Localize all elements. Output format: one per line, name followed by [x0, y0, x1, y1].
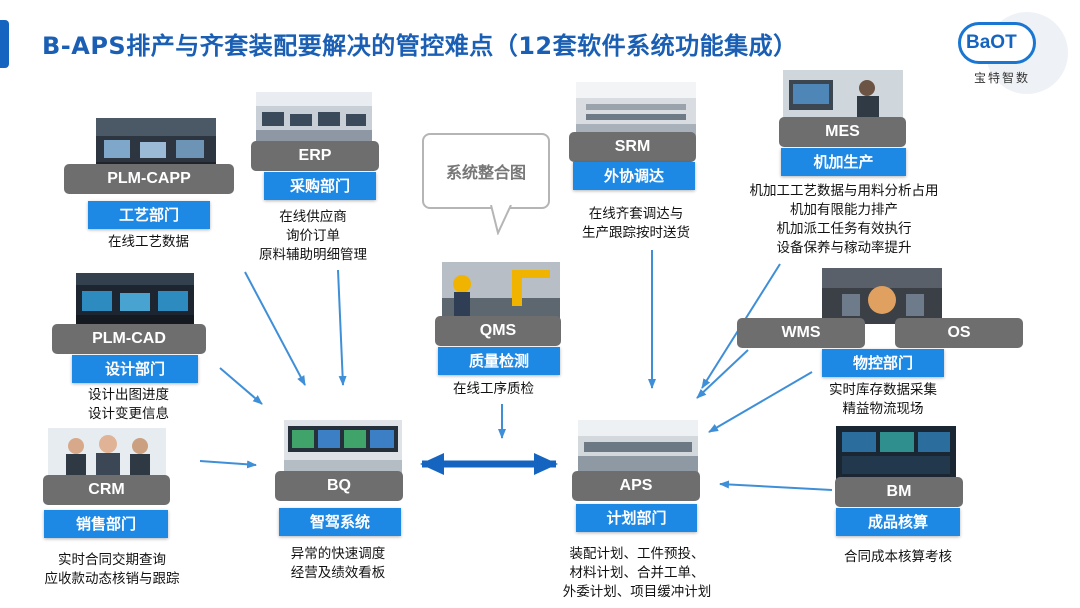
desc-srm: 在线齐套调达与 生产跟踪按时送货 [566, 205, 706, 243]
logo-tagline: 宝特智数 [974, 71, 1031, 85]
system-label-bm: BM [835, 477, 963, 507]
arrow-plmcad-bq [219, 367, 263, 405]
desc-mes: 机加工工艺数据与用料分析占用 机加有限能力排产 机加派工任务有效执行 设备保养与… [736, 182, 952, 258]
mes-photo [783, 70, 903, 122]
desc-line: 合同成本核算考核 [844, 549, 952, 565]
desc-line: 机加派工任务有效执行 [776, 221, 912, 237]
system-label-aps: APS [572, 471, 700, 501]
desc-line: 设备保养与稼动率提升 [776, 240, 912, 256]
desc-line: 询价订单 [286, 228, 340, 244]
desc-line: 在线齐套调达与 [588, 206, 684, 222]
system-label-erp: ERP [251, 141, 379, 171]
desc-qms: 在线工序质检 [453, 380, 534, 399]
dept-label-sales: 销售部门 [44, 510, 168, 538]
arrow-wk-aps [708, 371, 813, 433]
wk-photo [822, 268, 942, 324]
title-accent-bar [0, 20, 9, 68]
desc-line: 设计出图进度 [88, 387, 169, 403]
dept-label-smart-drive: 智驾系统 [279, 508, 401, 536]
page-title: B-APS排产与齐套装配要解决的管控难点（12套软件系统功能集成） [42, 32, 798, 60]
dept-label-machining: 机加生产 [781, 148, 906, 176]
system-label-srm: SRM [569, 132, 696, 162]
aps-photo [578, 420, 698, 474]
desc-line: 经营及绩效看板 [290, 565, 386, 581]
desc-wms: 实时库存数据采集 精益物流现场 [808, 381, 958, 419]
company-logo: BaOT 宝特智数 [958, 12, 1068, 94]
desc-line: 机加有限能力排产 [790, 202, 898, 218]
arrow-crm-bq [199, 460, 257, 469]
desc-line: 原料辅助明细管理 [259, 247, 367, 263]
desc-erp: 在线供应商 询价订单 原料辅助明细管理 [244, 208, 382, 265]
desc-aps: 装配计划、工件预投、 材料计划、合并工单、 外委计划、项目缓冲计划 [544, 545, 730, 602]
dept-label-planning: 计划部门 [576, 504, 697, 532]
cloud-icon [958, 22, 1036, 64]
desc-line: 应收款动态核销与跟踪 [44, 571, 180, 587]
desc-line: 设计变更信息 [88, 406, 169, 422]
bubble-label: 系统整合图 [445, 163, 526, 182]
desc-line: 在线供应商 [279, 209, 347, 225]
crm-photo [48, 428, 166, 482]
system-label-plm-capp: PLM-CAPP [64, 164, 234, 194]
arrow-wms-aps [696, 349, 749, 399]
desc-line: 精益物流现场 [842, 401, 924, 417]
desc-bm: 合同成本核算考核 [828, 548, 968, 567]
desc-line: 机加工工艺数据与用料分析占用 [749, 183, 939, 199]
desc-line: 在线工序质检 [453, 381, 534, 397]
dept-label-purchasing: 采购部门 [264, 172, 376, 200]
system-label-wms: WMS [737, 318, 865, 348]
dept-label-quality: 质量检测 [438, 347, 560, 375]
system-label-os: OS [895, 318, 1023, 348]
erp-photo [256, 92, 372, 146]
bq-photo [284, 420, 402, 474]
dept-label-process: 工艺部门 [88, 201, 210, 229]
desc-line: 实时库存数据采集 [829, 382, 937, 398]
dept-label-design: 设计部门 [72, 355, 198, 383]
arrow-erp-bq [337, 269, 347, 386]
desc-line: 材料计划、合并工单、 [569, 565, 705, 581]
desc-bq: 异常的快速调度 经营及绩效看板 [270, 545, 406, 583]
desc-line: 生产跟踪按时送货 [582, 225, 690, 241]
bm-photo [836, 426, 956, 480]
qms-photo [442, 262, 560, 318]
dept-label-material-control: 物控部门 [822, 349, 944, 377]
dept-label-outsourcing: 外协调达 [573, 162, 695, 190]
logo-brand: BaOT [966, 32, 1017, 53]
desc-crm: 实时合同交期查询 应收款动态核销与跟踪 [22, 551, 202, 589]
desc-line: 实时合同交期查询 [58, 552, 166, 568]
desc-line: 在线工艺数据 [108, 234, 189, 250]
bubble-tail [490, 205, 512, 235]
desc-plm-capp: 在线工艺数据 [108, 233, 189, 252]
desc-line: 外委计划、项目缓冲计划 [562, 584, 712, 600]
arrow-bm-aps [719, 480, 833, 491]
arrow-plmcapp-bq [244, 271, 306, 386]
desc-line: 异常的快速调度 [290, 546, 386, 562]
dept-label-cost-accounting: 成品核算 [836, 508, 960, 536]
system-label-plm-cad: PLM-CAD [52, 324, 206, 354]
system-label-bq: BQ [275, 471, 403, 501]
srm-photo [576, 82, 696, 138]
desc-line: 装配计划、工件预投、 [569, 546, 705, 562]
desc-plm-cad: 设计出图进度 设计变更信息 [88, 386, 169, 424]
system-label-qms: QMS [435, 316, 561, 346]
system-label-crm: CRM [43, 475, 170, 505]
plm-cad-photo [76, 273, 194, 327]
integration-bubble: 系统整合图 [422, 133, 550, 209]
system-label-mes: MES [779, 117, 906, 147]
